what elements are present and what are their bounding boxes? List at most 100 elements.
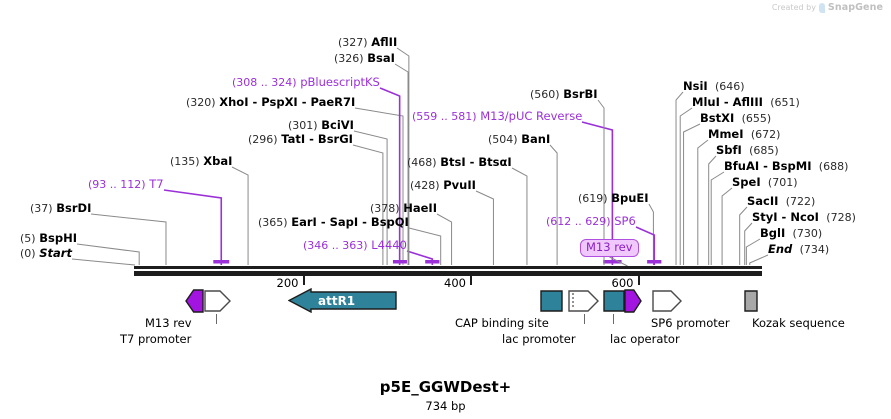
highlighted-primer-m13-rev[interactable]: M13 rev: [580, 239, 639, 257]
feature-leader-line: [216, 314, 217, 324]
annotation-position: (326): [334, 52, 364, 65]
leader-line: [679, 107, 693, 265]
feature-m13-rev-feat2[interactable]: [624, 289, 642, 317]
annotation-position: (135): [170, 155, 200, 168]
annotation-name: SP6: [614, 214, 636, 228]
leader-line: [648, 203, 654, 265]
annotation-label-aflii[interactable]: (327) AflII: [338, 36, 397, 50]
ruler-tick: [637, 276, 640, 285]
snapgene-product-label: SnapGene: [827, 2, 883, 13]
annotation-label-pbluescript[interactable]: (308 .. 324) pBluescriptKS: [232, 76, 380, 90]
annotation-label-bsrdi[interactable]: (37) BsrDI: [30, 202, 91, 216]
annotation-name: PvuII: [443, 178, 476, 192]
annotation-label-mmei[interactable]: MmeI (672): [708, 127, 780, 142]
sequence-ruler-line: [134, 266, 762, 269]
feature-lac-operator[interactable]: [603, 290, 625, 316]
annotation-name: SbfI: [716, 143, 742, 157]
primer-marker: [392, 260, 407, 264]
sequence-length: 734 bp: [425, 399, 466, 413]
leader-line: [76, 243, 140, 265]
annotation-position: (93 .. 112): [88, 178, 146, 191]
annotation-name: MmeI: [708, 127, 744, 141]
annotation-label-xbai[interactable]: (135) XbaI: [170, 154, 233, 169]
primer-marker: [425, 260, 440, 264]
feature-t7-promoter[interactable]: [204, 290, 231, 316]
annotation-label-haeii[interactable]: (378) HaeII: [370, 202, 437, 216]
feature-lac-promoter[interactable]: [568, 290, 599, 316]
annotation-position: (327): [338, 36, 368, 49]
annotation-name: XbaI: [203, 154, 233, 168]
snapgene-branding: Created by SnapGene: [772, 2, 883, 13]
annotation-name: EarI - SapI - BspQI: [291, 215, 409, 229]
annotation-label-bpuei[interactable]: (619) BpuEI: [578, 192, 649, 206]
ruler-tick: [470, 276, 472, 285]
annotation-name: MluI - AflIII: [692, 95, 763, 109]
annotation-label-sp6-primer[interactable]: (612 .. 629) SP6: [546, 214, 636, 229]
annotation-position: (378): [370, 202, 400, 215]
primer-marker: [647, 260, 662, 264]
annotation-position: (734): [799, 243, 830, 256]
annotation-name: BfuAI - BspMI: [724, 159, 812, 173]
feature-kozak[interactable]: [744, 290, 758, 316]
annotation-position: (612 .. 629): [546, 215, 611, 228]
ruler-tick: [302, 276, 305, 285]
annotation-label-bsai[interactable]: (326) BsaI: [334, 51, 395, 66]
annotation-label-styi-ncoi[interactable]: StyI - NcoI (728): [752, 211, 856, 225]
annotation-label-bgli[interactable]: BglI (730): [760, 227, 822, 241]
annotation-label-earl-sapi[interactable]: (365) EarI - SapI - BspQI: [258, 215, 409, 230]
feature-leader-line: [613, 314, 614, 324]
annotation-name: BciVI: [321, 118, 354, 132]
annotation-label-sacii[interactable]: SacII (722): [747, 194, 816, 209]
annotation-name: NsiI: [683, 79, 708, 93]
annotation-position: (0): [20, 247, 36, 260]
feature-cap-binding[interactable]: [540, 290, 563, 316]
leader-line: [406, 250, 434, 265]
annotation-name: BstXI: [700, 111, 735, 125]
annotation-label-tati-bsrgi[interactable]: (296) TatI - BsrGI: [248, 132, 353, 147]
annotation-name: End: [768, 242, 793, 256]
leader-line: [90, 213, 167, 265]
annotation-label-bani[interactable]: (504) BanI: [488, 132, 551, 147]
annotation-label-spei[interactable]: SpeI (701): [732, 176, 798, 190]
annotation-name: TatI - BsrGI: [281, 132, 353, 146]
annotation-position: (428): [410, 179, 440, 192]
annotation-label-pvuii[interactable]: (428) PvuII: [410, 178, 476, 193]
feature-sp6-promoter[interactable]: [652, 290, 682, 316]
annotation-name: Start: [39, 246, 72, 260]
annotation-label-l4440[interactable]: (346 .. 363) L4440: [303, 238, 407, 253]
annotation-position: (37): [30, 202, 53, 215]
feature-label-sp6-promoter: SP6 promoter: [651, 316, 730, 330]
annotation-label-mlui-afliii[interactable]: MluI - AflIII (651): [692, 95, 800, 110]
annotation-label-t7-primer[interactable]: (93 .. 112) T7: [88, 178, 164, 192]
leader-line: [675, 91, 684, 265]
annotation-label-m13puc-rev[interactable]: (559 .. 581) M13/pUC Reverse: [412, 110, 582, 124]
annotation-name: L4440: [371, 238, 407, 252]
ruler-tick-label: 200: [276, 276, 299, 290]
annotation-position: (308 .. 324): [232, 76, 297, 89]
annotation-label-bfuai-bspmi[interactable]: BfuAI - BspMI (688): [724, 159, 848, 174]
annotation-label-sbfi[interactable]: SbfI (685): [716, 143, 779, 158]
feature-label-attr1: attR1: [318, 294, 356, 308]
annotation-label-nsii[interactable]: NsiI (646): [683, 79, 745, 94]
annotation-label-bsphi[interactable]: (5) BspHI: [20, 232, 77, 246]
annotation-label-end[interactable]: End (734): [768, 242, 830, 257]
annotation-position: (619): [578, 192, 608, 205]
annotation-position: (722): [785, 195, 816, 208]
annotation-label-bsrbi[interactable]: (560) BsrBI: [530, 88, 598, 102]
feature-m13-rev-feat[interactable]: [185, 289, 204, 317]
annotation-name: BsaI: [367, 51, 395, 65]
annotation-name: BanI: [521, 132, 551, 146]
feature-label-t7-promoter: T7 promoter: [120, 332, 192, 346]
annotation-label-xhoi[interactable]: (320) XhoI - PspXI - PaeR7I: [186, 96, 355, 110]
feature-attr1[interactable]: [287, 287, 397, 317]
annotation-name: BtsI - BtsαI: [440, 155, 512, 169]
leader-line: [710, 171, 725, 265]
feature-label-lac-operator: lac operator: [610, 332, 680, 346]
annotation-label-bcivi[interactable]: (301) BciVI: [288, 118, 354, 133]
annotation-label-bstxi[interactable]: BstXI (655): [700, 111, 771, 126]
annotation-label-btsi[interactable]: (468) BtsI - BtsαI: [407, 155, 512, 170]
annotation-name: SacII: [747, 194, 779, 208]
leader-line: [408, 227, 442, 265]
annotation-label-start[interactable]: (0) Start: [20, 246, 72, 261]
